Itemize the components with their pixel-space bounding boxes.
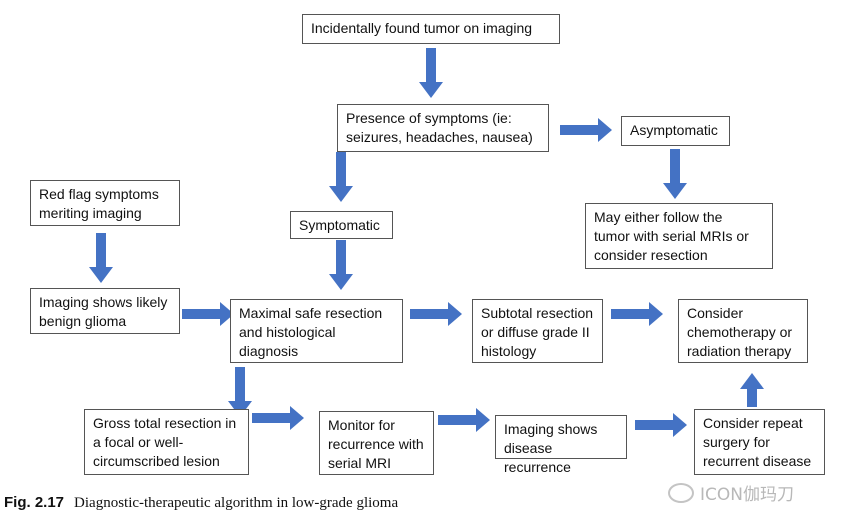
watermark: ICON伽玛刀 xyxy=(668,480,794,505)
arrow-symptomatic-to-maximal xyxy=(329,240,353,290)
watermark-text: ICON伽玛刀 xyxy=(700,485,794,505)
figure-caption-text: Diagnostic-therapeutic algorithm in low-… xyxy=(74,495,399,511)
wechat-icon xyxy=(668,483,694,503)
arrow-monitor-to-recurrence xyxy=(438,408,490,432)
node-maximal: Maximal safe resection and histological … xyxy=(230,299,403,363)
node-asymptomatic: Asymptomatic xyxy=(621,116,730,146)
arrow-imaging-to-maximal xyxy=(182,302,234,326)
node-follow: May either follow the tumor with serial … xyxy=(585,203,773,269)
arrow-repeat-to-chemo xyxy=(740,373,764,407)
arrow-recurrence-to-repeat xyxy=(635,413,687,437)
node-monitor: Monitor for recurrence with serial MRI xyxy=(319,411,434,475)
node-gross: Gross total resection in a focal or well… xyxy=(84,409,249,475)
figure-caption: Fig. 2.17 Diagnostic-therapeutic algorith… xyxy=(4,494,398,512)
arrow-gross-to-monitor xyxy=(252,406,304,430)
node-redflag: Red flag symptoms meriting imaging xyxy=(30,180,180,226)
arrow-subtotal-to-chemo xyxy=(611,302,663,326)
node-chemo: Consider chemotherapy or radiation thera… xyxy=(678,299,808,363)
node-repeat: Consider repeat surgery for recurrent di… xyxy=(694,409,825,475)
figure-label: Fig. 2.17 xyxy=(4,494,65,511)
arrow-redflag-to-imaging xyxy=(89,233,113,283)
arrow-symptoms-to-symptomatic xyxy=(329,152,353,202)
node-symptomatic: Symptomatic xyxy=(290,211,393,239)
node-subtotal: Subtotal resection or diffuse grade II h… xyxy=(472,299,603,363)
node-incidental: Incidentally found tumor on imaging xyxy=(302,14,560,44)
arrow-maximal-to-subtotal xyxy=(410,302,462,326)
node-recurrence: Imaging shows disease recurrence xyxy=(495,415,627,475)
node-symptoms: Presence of symptoms (ie: seizures, head… xyxy=(337,104,549,152)
arrow-asymptomatic-to-follow xyxy=(663,149,687,199)
arrow-symptoms-to-asymptomatic xyxy=(560,118,612,142)
arrow-incidental-to-symptoms xyxy=(419,48,443,98)
node-imaging-benign: Imaging shows likely benign glioma xyxy=(30,288,180,334)
